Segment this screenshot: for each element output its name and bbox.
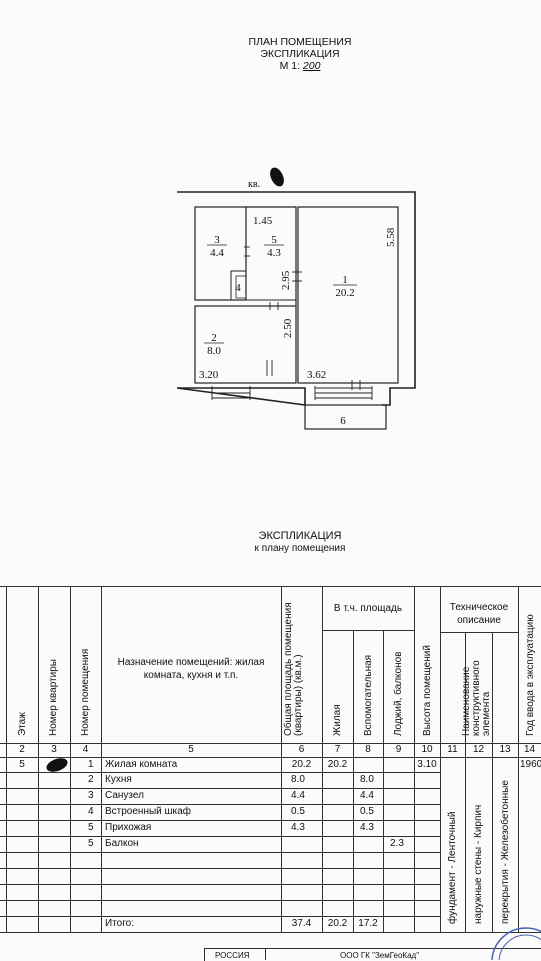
- row-name: Прихожая: [105, 822, 152, 833]
- hdr-tech: Техническое описание: [449, 602, 509, 626]
- colnum: 10: [421, 744, 433, 755]
- note-floors: перекрытия - Железобетонные: [500, 780, 511, 924]
- row-height: 3.10: [417, 759, 437, 770]
- row-aux: 0.5: [360, 806, 374, 817]
- colnum: 12: [472, 744, 485, 755]
- room-2-outline: [194, 305, 297, 384]
- note-foundation: фундамент - Ленточный: [447, 811, 458, 924]
- row-aux: 4.4: [360, 790, 374, 801]
- colnum: 8: [365, 744, 371, 755]
- row-year: 1960: [520, 759, 541, 770]
- note-walls: наружные стены - Кирпич: [473, 804, 484, 924]
- dim-2-95: 2.95: [280, 270, 292, 290]
- colnum: 9: [395, 744, 402, 755]
- dim-3-20: 3.20: [199, 369, 219, 381]
- apt-label: кв.: [248, 179, 260, 190]
- row-num: 3: [88, 790, 94, 801]
- explication-title: ЭКСПЛИКАЦИЯ: [258, 530, 342, 542]
- row-num: 5: [88, 822, 94, 833]
- hdr-loggia: Лоджий, балконов: [393, 651, 404, 737]
- total-label: Итого:: [105, 918, 134, 929]
- footer-org: ООО ГК "ЗемГеоКад": [340, 951, 420, 960]
- redaction-mark: [270, 167, 284, 187]
- hdr-height: Высота помещений: [422, 645, 433, 736]
- room-2-num: 2: [211, 332, 217, 344]
- row-num: 5: [88, 838, 94, 849]
- explication-table: Этаж Номер квартиры Номер помещения Назн…: [0, 586, 541, 960]
- scale-line: М 1: 200: [200, 60, 400, 72]
- dim-3-62: 3.62: [307, 369, 326, 381]
- plan-subtitle: ЭКСПЛИКАЦИЯ: [260, 48, 340, 60]
- room-2-area: 8.0: [207, 345, 221, 357]
- row-total: 20.2: [291, 759, 312, 770]
- footer-country: РОССИЯ: [215, 951, 250, 960]
- colnum: 4: [82, 744, 89, 755]
- room-3-num: 3: [214, 234, 220, 246]
- room-1-area: 20.2: [335, 287, 354, 299]
- colnum: 13: [499, 744, 511, 755]
- row-total: 0.5: [291, 806, 305, 817]
- total-aux: 17.2: [358, 918, 378, 929]
- colnum: 14: [523, 744, 536, 755]
- dim-5-58: 5.58: [385, 227, 397, 247]
- scale-label: М 1:: [279, 60, 300, 72]
- room-5-num: 5: [271, 234, 277, 246]
- footer-box: [204, 948, 541, 961]
- seal-stamp: [491, 927, 541, 960]
- floor-plan: кв. 1.45 5.58 2.95 2.50 3.20 3.62 3 4.4 …: [176, 167, 416, 430]
- row-total: 4.3: [291, 822, 305, 833]
- row-name: Жилая комната: [105, 759, 178, 770]
- row-aux: 4.3: [360, 822, 374, 833]
- total-total: 37.4: [291, 918, 312, 929]
- hdr-aux: Вспомогательная: [363, 654, 374, 736]
- row-name: Балкон: [105, 838, 139, 849]
- row-aux: 8.0: [360, 774, 374, 785]
- row-living: 20.2: [327, 759, 348, 770]
- plan-title: ПЛАН ПОМЕЩЕНИЯ: [248, 36, 352, 48]
- colnum: 11: [447, 744, 458, 755]
- room-1-outline: [297, 206, 399, 384]
- colnum: 6: [298, 744, 305, 755]
- row-num: 2: [88, 774, 94, 785]
- row-num: 1: [88, 759, 94, 770]
- room-3-outline: [194, 206, 247, 301]
- balcony-outline: [304, 404, 387, 430]
- row-floor: 5: [19, 759, 25, 770]
- row-total: 8.0: [291, 774, 305, 785]
- hdr-element: Наименование конструктивного элемента: [461, 660, 492, 736]
- hdr-room: Номер помещения: [80, 648, 91, 736]
- hdr-incl: В т.ч. площадь: [333, 603, 403, 614]
- room-6-num: 6: [340, 415, 346, 427]
- total-living: 20.2: [327, 918, 348, 929]
- row-name: Кухня: [105, 774, 132, 785]
- hdr-purpose: Назначение помещений: жилая комната, кух…: [117, 657, 265, 681]
- row-name: Санузел: [105, 790, 144, 801]
- row-loggia: 2.3: [390, 838, 404, 849]
- colnum: 2: [19, 744, 25, 755]
- colnum: 5: [188, 744, 194, 755]
- colnum: 7: [334, 744, 341, 755]
- doors: [244, 246, 361, 390]
- dim-2-50: 2.50: [282, 318, 294, 338]
- hdr-apt: Номер квартиры: [48, 659, 59, 736]
- hdr-living: Жилая: [332, 704, 343, 736]
- hdr-year: Год ввода в эксплуатацию: [525, 614, 536, 736]
- hdr-total: Общая площадь помещения (квартиры) (кв.м…: [283, 602, 304, 736]
- explication-subtitle: к плану помещения: [254, 543, 346, 554]
- row-num: 4: [88, 806, 94, 817]
- room-4-num: 4: [235, 282, 241, 294]
- dim-1-45: 1.45: [253, 215, 273, 227]
- room-1-num: 1: [342, 274, 348, 286]
- hdr-floor: Этаж: [17, 712, 28, 736]
- colnum: 3: [51, 744, 57, 755]
- room-3-area: 4.4: [210, 247, 224, 259]
- room-5-area: 4.3: [267, 247, 281, 259]
- scale-value: 200: [302, 60, 321, 72]
- row-name: Встроенный шкаф: [105, 806, 191, 817]
- windows: [211, 386, 373, 400]
- row-total: 4.4: [291, 790, 305, 801]
